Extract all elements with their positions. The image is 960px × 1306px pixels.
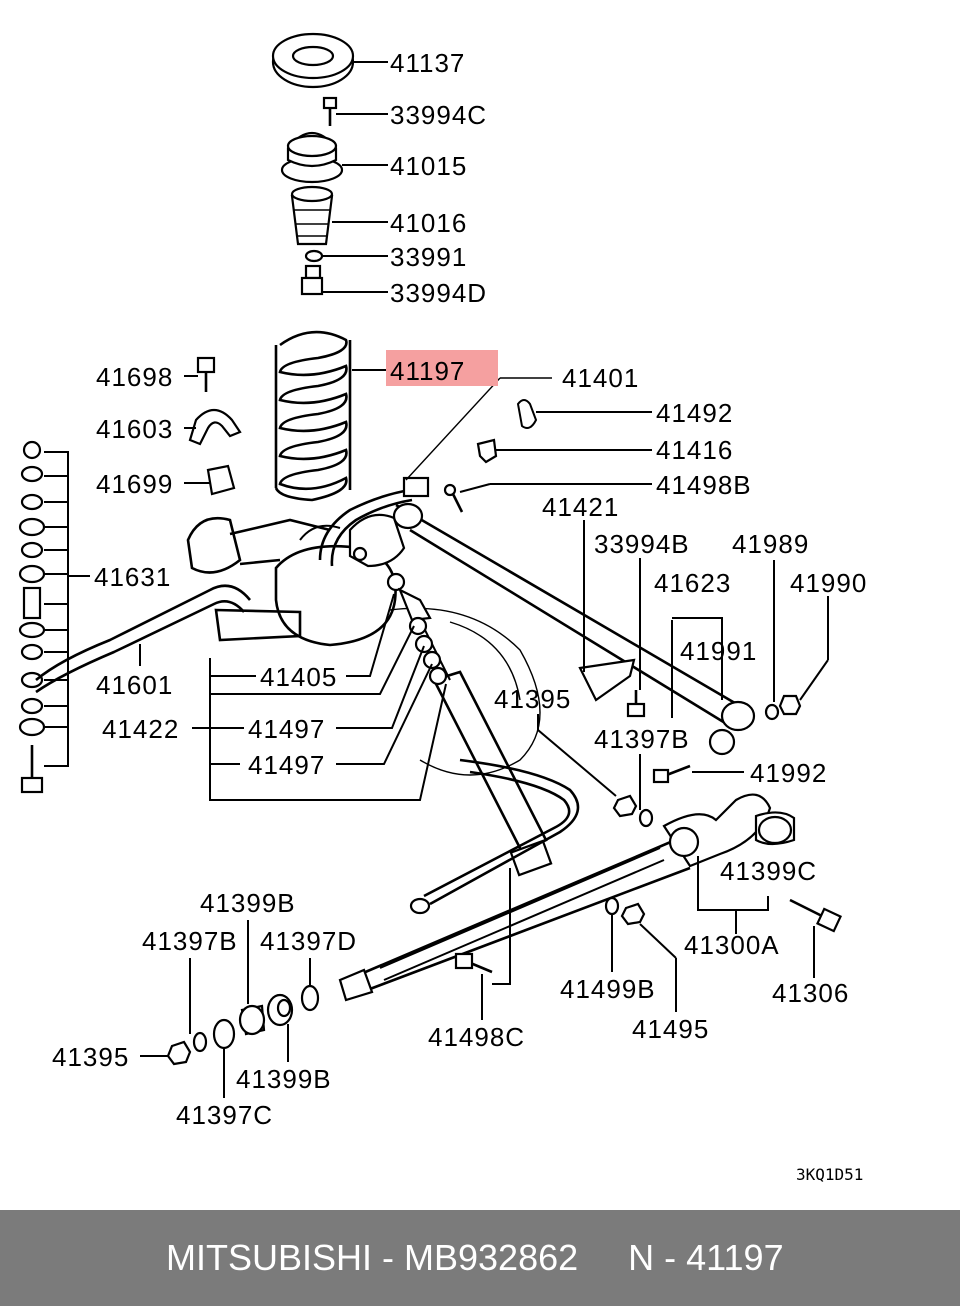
label-41015: 41015	[390, 151, 467, 181]
stabilizer-bar-41601	[35, 584, 580, 915]
stabilizer-link-kit-41631	[18, 440, 69, 794]
bump-stop-cup-41015	[280, 132, 344, 184]
label-41498b: 41498B	[656, 470, 752, 500]
bump-stop-41016	[290, 185, 334, 246]
nut-41395-upper	[612, 794, 638, 818]
label-41306: 41306	[772, 978, 849, 1008]
washer-33991	[304, 249, 324, 263]
parts-diagram: 41137 33994C 41015 41016 33991 33994D 41…	[18, 32, 867, 1184]
nut-41495	[620, 902, 646, 926]
washer-41397b-lower	[192, 1031, 208, 1053]
washer-41397d	[300, 984, 320, 1012]
label-41422: 41422	[102, 714, 179, 744]
label-33991: 33991	[390, 242, 467, 272]
highlight-41197	[386, 350, 498, 386]
label-41601: 41601	[96, 670, 173, 700]
label-41399b-bottom: 41399B	[236, 1064, 332, 1094]
footer-separator: -	[372, 1237, 405, 1278]
brake-line-41401	[318, 377, 552, 567]
washer-41397c	[212, 1018, 236, 1050]
washer-41499b	[604, 896, 620, 916]
label-41399b-top: 41399B	[200, 888, 296, 918]
label-33994b: 33994B	[594, 529, 690, 559]
shock-absorber-41405	[386, 572, 553, 877]
label-41405: 41405	[260, 662, 337, 692]
nut-41990	[778, 694, 802, 716]
rear-axle	[186, 516, 541, 776]
label-41699: 41699	[96, 469, 173, 499]
clamp-41416	[476, 438, 498, 464]
footer-gap	[578, 1237, 628, 1279]
label-41397c: 41397C	[176, 1100, 273, 1130]
label-41401: 41401	[562, 363, 639, 393]
coil-spring-41197	[274, 330, 352, 502]
label-33994c: 33994C	[390, 100, 487, 130]
label-41497-b: 41497	[248, 750, 325, 780]
bolt-41498c	[454, 952, 493, 974]
label-41698: 41698	[96, 362, 173, 392]
lower-arm-41300a	[338, 793, 772, 1002]
label-41137: 41137	[390, 48, 465, 78]
nut-41395-lower	[166, 1040, 192, 1066]
bushing-41399c	[754, 811, 796, 846]
label-41300a: 41300A	[684, 930, 780, 960]
bolt-41992	[652, 764, 691, 784]
label-41492: 41492	[656, 398, 733, 428]
footer-bar: MITSUBISHI - MB932862 N - 41197	[0, 1210, 960, 1306]
bracket-41603	[188, 408, 242, 446]
label-41399c: 41399C	[720, 856, 817, 886]
label-41397b-upper: 41397B	[594, 724, 690, 754]
label-41495: 41495	[632, 1014, 709, 1044]
washer-41989	[764, 703, 780, 721]
label-41499b: 41499B	[560, 974, 656, 1004]
label-41623: 41623	[654, 568, 731, 598]
label-41395-upper: 41395	[494, 684, 571, 714]
bushing-41399b-left	[238, 1004, 266, 1036]
bolt-33994d	[300, 264, 324, 296]
label-41416: 41416	[656, 435, 733, 465]
label-41989: 41989	[732, 529, 809, 559]
label-41197: 41197	[390, 356, 465, 386]
label-33994d: 33994D	[390, 278, 487, 308]
footer-part-number: MB932862	[404, 1237, 579, 1278]
footer-brand: MITSUBISHI	[166, 1237, 373, 1278]
label-41395-lower: 41395	[52, 1042, 129, 1072]
axle-bump-bracket	[348, 513, 406, 568]
label-41397d: 41397D	[260, 926, 357, 956]
bolt-33994c	[322, 96, 338, 126]
bolt-41698	[196, 356, 216, 392]
diagram-code: 3KQ1D51	[796, 1165, 863, 1184]
upper-arm-41623	[392, 502, 756, 732]
label-41397b-lower: 41397B	[142, 926, 238, 956]
clip-41492	[516, 399, 538, 429]
label-41990: 41990	[790, 568, 867, 598]
washer-41397b-upper	[638, 808, 654, 828]
bushing-41699	[206, 464, 236, 496]
coil-spring-seat-41137	[271, 32, 355, 89]
footer-reference: N - 41197	[628, 1237, 784, 1278]
bushing-41991	[708, 728, 736, 756]
label-41016: 41016	[390, 208, 467, 238]
label-41498c: 41498C	[428, 1022, 525, 1052]
label-41992: 41992	[750, 758, 827, 788]
part-labels: 41137 33994C 41015 41016 33991 33994D 41…	[52, 48, 867, 1184]
leader-lines	[68, 61, 829, 1098]
bushing-41399b-right	[266, 993, 294, 1027]
label-41497-a: 41497	[248, 714, 325, 744]
label-41991: 41991	[680, 636, 757, 666]
label-41603: 41603	[96, 414, 173, 444]
bolt-41498b	[443, 483, 464, 513]
label-41631: 41631	[94, 562, 171, 592]
bolt-41306	[789, 898, 842, 933]
bolt-33994b	[626, 690, 646, 718]
label-41421: 41421	[542, 492, 619, 522]
